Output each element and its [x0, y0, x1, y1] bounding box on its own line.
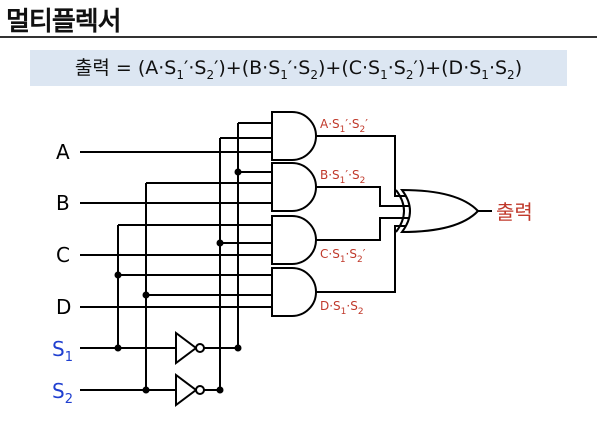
and2-output-wire: [316, 186, 410, 207]
formula-subscript: 2: [206, 67, 215, 82]
and4-label: D·S1·S2: [320, 299, 364, 317]
and1-label: A·S1′·S2′: [320, 117, 368, 135]
not-gate-s2: [175, 373, 198, 407]
and-gate-2: [271, 162, 317, 212]
and3-output-wire: [316, 217, 410, 241]
and3-label: C·S1·S2′: [320, 247, 366, 265]
formula-subscript: 1: [481, 67, 489, 82]
formula-text: ′·S: [287, 57, 311, 79]
formula-text: ): [514, 57, 523, 79]
input-a-label: A: [56, 140, 70, 164]
formula-subscript: 1: [380, 67, 388, 82]
not-gate-s1: [175, 331, 198, 365]
formula-text: ′·S: [184, 57, 207, 79]
input-s2-label: S2: [52, 379, 73, 407]
input-b-label: B: [56, 191, 70, 215]
formula-subscript: 2: [507, 67, 515, 82]
and2-label: B·S1′·S2: [320, 168, 365, 186]
formula-subscript: 2: [310, 67, 318, 82]
formula-subscript: 1: [280, 67, 288, 82]
output-formula: 출력 = (A·S1′·S2′)+(B·S1′·S2)+(C·S1·S2′)+(…: [30, 50, 567, 86]
formula-text: )+(C·S: [317, 57, 381, 79]
input-c-label: C: [56, 243, 70, 267]
formula-text: ′)+(B·S: [214, 57, 281, 79]
output-label: 출력: [496, 200, 533, 224]
formula-subscript: 2: [405, 67, 414, 82]
formula-text: ·S: [387, 57, 406, 79]
formula-text: ·S: [488, 57, 508, 79]
and4-output-wire: [316, 225, 408, 293]
title-divider: [0, 36, 597, 38]
and1-output-wire: [316, 135, 408, 197]
and-gate-1: [271, 111, 317, 161]
or-gate: [399, 188, 480, 234]
formula-text: 출력 = (A·S: [74, 57, 177, 79]
input-s1-label: S1: [52, 337, 73, 365]
page-title: 멀티플렉서: [6, 7, 122, 37]
and-gate-3: [271, 215, 317, 265]
and-gate-4: [271, 267, 317, 317]
formula-subscript: 1: [176, 67, 185, 82]
formula-text: ′)+(D·S: [413, 57, 482, 79]
input-d-label: D: [56, 295, 71, 319]
